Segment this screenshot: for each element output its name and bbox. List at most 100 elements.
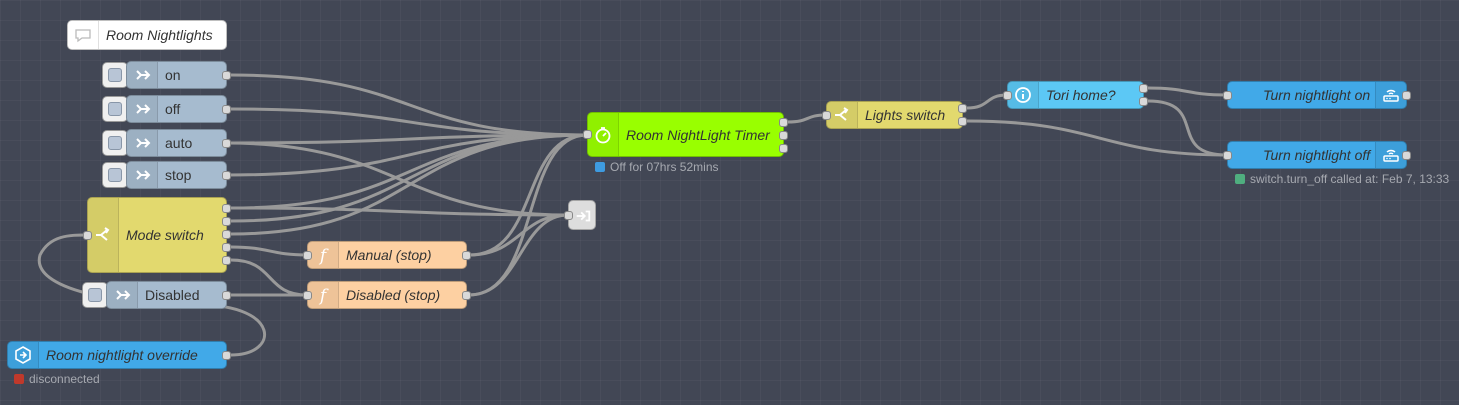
function-manual-node[interactable]: f Manual (stop) (303, 241, 471, 269)
wire (224, 141, 570, 217)
inject-off-node[interactable]: off (126, 95, 231, 123)
status-dot-icon (595, 162, 605, 172)
output-port[interactable] (222, 256, 231, 265)
service-off-status-text: switch.turn_off called at: Feb 7, 13:33 (1250, 172, 1450, 186)
override-node[interactable]: Room nightlight override (7, 341, 231, 369)
input-port[interactable] (1003, 91, 1012, 100)
home-assistant-icon (8, 342, 39, 368)
service-off-status: switch.turn_off called at: Feb 7, 13:33 (1235, 172, 1449, 186)
wire (229, 206, 570, 217)
timer-node[interactable]: Room NightLight Timer (583, 112, 788, 157)
wire (229, 245, 309, 257)
inject-disabled-button[interactable] (82, 282, 108, 308)
tori-home-node[interactable]: Tori home? (1003, 81, 1148, 109)
mode-switch-label: Mode switch (126, 227, 204, 243)
comment-node[interactable]: Room Nightlights (67, 20, 227, 50)
inject-label: on (165, 67, 181, 83)
output-port[interactable] (222, 105, 231, 114)
input-port[interactable] (822, 111, 831, 120)
output-port[interactable] (958, 117, 967, 126)
wire (1146, 99, 1229, 157)
wire (229, 73, 589, 137)
wire (786, 113, 828, 124)
function-label: Disabled (stop) (346, 287, 441, 303)
wire (229, 133, 589, 236)
function-icon: f (308, 282, 339, 308)
tori-home-label: Tori home? (1046, 87, 1116, 103)
inject-off-button[interactable] (102, 96, 128, 122)
input-port[interactable] (564, 211, 573, 220)
timer-status: Off for 07hrs 52mins (595, 160, 719, 174)
inject-arrow-icon (127, 162, 158, 188)
output-port[interactable] (462, 291, 471, 300)
input-port[interactable] (303, 291, 312, 300)
input-port[interactable] (83, 231, 92, 240)
router-icon (1375, 142, 1406, 168)
output-port[interactable] (222, 230, 231, 239)
link-out-node[interactable] (564, 200, 596, 230)
output-port[interactable] (1402, 151, 1411, 160)
lights-switch-label: Lights switch (865, 107, 946, 123)
wire (229, 107, 589, 137)
inject-arrow-icon (127, 96, 158, 122)
inject-on-button[interactable] (102, 62, 128, 88)
inject-label: auto (165, 135, 193, 151)
timer-label: Room NightLight Timer (626, 126, 770, 143)
comment-label: Room Nightlights (106, 27, 213, 43)
output-port[interactable] (222, 351, 231, 360)
output-port[interactable] (779, 118, 788, 127)
output-port[interactable] (222, 217, 231, 226)
inject-on-node[interactable]: on (126, 61, 231, 89)
input-port[interactable] (583, 130, 592, 139)
inject-arrow-icon (107, 282, 138, 308)
wire (229, 258, 309, 297)
inject-disabled-node[interactable]: Disabled (106, 281, 231, 309)
output-port[interactable] (222, 204, 231, 213)
wire (467, 133, 589, 257)
service-off-node[interactable]: Turn nightlight off (1223, 141, 1411, 169)
info-icon (1008, 82, 1039, 108)
output-port[interactable] (779, 131, 788, 140)
service-off-label: Turn nightlight off (1263, 147, 1371, 163)
input-port[interactable] (1223, 151, 1232, 160)
timer-status-text: Off for 07hrs 52mins (610, 160, 719, 174)
input-port[interactable] (1223, 91, 1232, 100)
inject-label: Disabled (145, 287, 200, 303)
inject-stop-button[interactable] (102, 162, 128, 188)
output-port[interactable] (222, 139, 231, 148)
wire (965, 119, 1229, 157)
status-dot-icon (14, 374, 24, 384)
svg-text:f: f (318, 286, 329, 305)
output-port[interactable] (779, 144, 788, 153)
timer-icon (588, 113, 619, 156)
mode-switch-node[interactable]: Mode switch (83, 197, 231, 273)
output-port[interactable] (222, 171, 231, 180)
function-disabled-node[interactable]: f Disabled (stop) (303, 281, 471, 309)
function-label: Manual (stop) (346, 247, 432, 263)
switch-icon (827, 102, 858, 128)
inject-label: stop (165, 167, 192, 183)
svg-text:f: f (318, 246, 329, 265)
output-port[interactable] (1139, 84, 1148, 93)
function-icon: f (308, 242, 339, 268)
inject-auto-node[interactable]: auto (126, 129, 231, 157)
output-port[interactable] (222, 243, 231, 252)
wire (224, 133, 589, 177)
inject-label: off (165, 101, 181, 117)
status-dot-icon (1235, 174, 1245, 184)
output-port[interactable] (462, 251, 471, 260)
lights-switch-node[interactable]: Lights switch (822, 101, 967, 129)
output-port[interactable] (1402, 91, 1411, 100)
input-port[interactable] (303, 251, 312, 260)
inject-auto-button[interactable] (102, 130, 128, 156)
output-port[interactable] (222, 291, 231, 300)
output-port[interactable] (958, 104, 967, 113)
inject-arrow-icon (127, 130, 158, 156)
output-port[interactable] (1139, 97, 1148, 106)
service-on-node[interactable]: Turn nightlight on (1223, 81, 1411, 109)
switch-icon (88, 198, 119, 272)
wire (965, 93, 1009, 110)
router-icon (1375, 82, 1406, 108)
inject-stop-node[interactable]: stop (126, 161, 231, 189)
output-port[interactable] (222, 71, 231, 80)
